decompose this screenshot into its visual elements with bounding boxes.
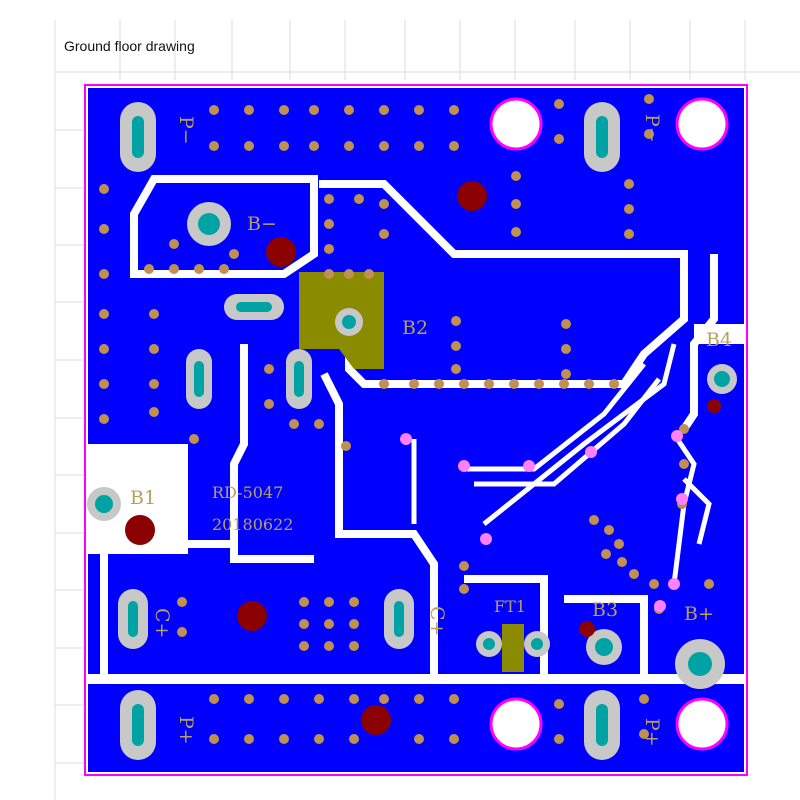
label-p-minus-left: P−	[175, 116, 197, 145]
label-p-plus-right: P+	[641, 718, 663, 747]
label-b4: B4	[706, 329, 732, 351]
label-b-plus: B+	[684, 603, 714, 625]
label-ft1: FT1	[494, 597, 526, 616]
label-p-plus-left: P+	[175, 716, 197, 745]
slot-pads	[118, 102, 620, 760]
label-b-minus: B−	[247, 213, 277, 235]
drawing-caption: Ground floor drawing	[64, 38, 195, 54]
copper-pour	[88, 88, 744, 772]
mounting-holes	[489, 97, 729, 751]
silkscreen: P− P− B− B2 B4 B1 RD-5047 20180622 C+ C+…	[130, 114, 732, 747]
label-c-plus-left: C+	[151, 608, 173, 638]
clearance-channels	[100, 175, 718, 674]
small-vias	[99, 94, 714, 744]
label-board-id: RD-5047	[212, 483, 283, 502]
pcb-board: P− P− B− B2 B4 B1 RD-5047 20180622 C+ C+…	[84, 84, 748, 776]
round-pads	[87, 202, 737, 689]
label-b2: B2	[402, 317, 428, 339]
label-b3: B3	[592, 599, 618, 621]
component-bodies	[299, 272, 524, 672]
big-vias	[125, 181, 721, 735]
label-date-code: 20180622	[212, 515, 293, 534]
label-c-plus-right: C+	[426, 606, 448, 636]
label-p-minus-right: P−	[641, 114, 663, 143]
label-b1: B1	[130, 487, 156, 509]
